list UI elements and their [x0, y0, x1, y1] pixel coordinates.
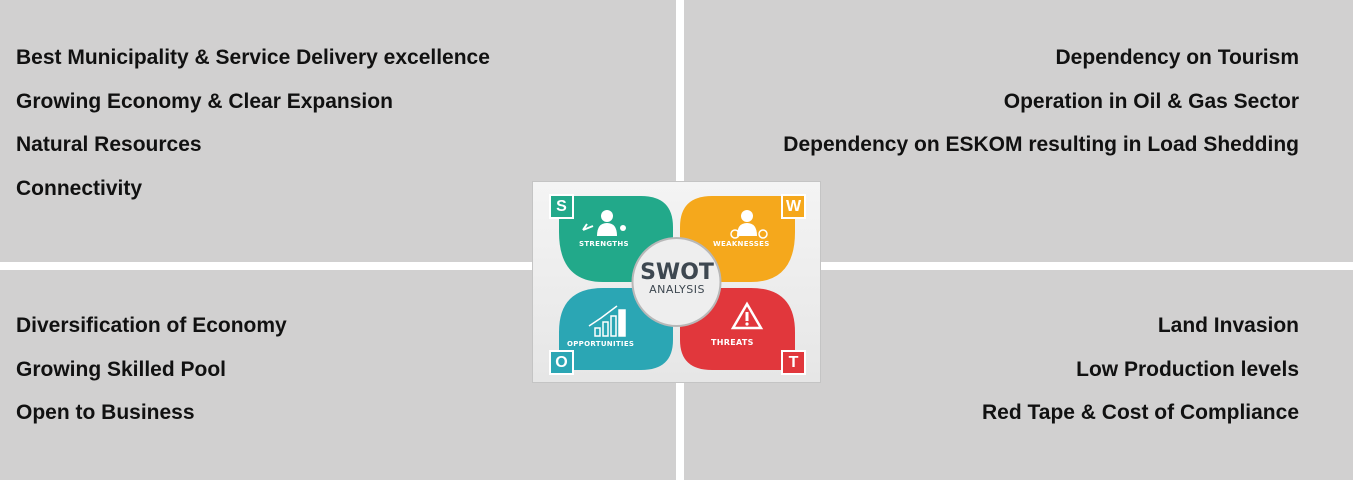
weaknesses-label: WEAKNESSES	[713, 240, 770, 248]
t-badge: T	[781, 350, 806, 375]
weakness-item: Operation in Oil & Gas Sector	[1003, 90, 1299, 113]
threat-item: Low Production levels	[1076, 358, 1299, 381]
swot-title-main: SWOT	[640, 260, 714, 285]
person-weakness-icon	[730, 210, 768, 239]
growth-chart-icon	[588, 305, 626, 337]
swot-title: SWOT ANALYSIS	[627, 262, 727, 296]
center-circle	[631, 237, 722, 327]
opportunity-item: Diversification of Economy	[16, 314, 287, 337]
threat-item: Land Invasion	[1157, 314, 1299, 337]
strengths-panel: Best Municipality & Service Delivery exc…	[0, 0, 676, 262]
weakness-item: Dependency on ESKOM resulting in Load Sh…	[783, 133, 1299, 156]
strengths-label: STRENGTHS	[579, 240, 629, 248]
opportunity-item: Growing Skilled Pool	[16, 358, 227, 381]
opportunities-label: OPPORTUNITIES	[567, 340, 635, 348]
threats-label: THREATS	[711, 338, 754, 347]
swot-petals	[559, 196, 795, 370]
warning-icon	[730, 301, 764, 330]
weaknesses-panel: Dependency on Tourism Operation in Oil &…	[684, 0, 1353, 262]
swot-analysis-graphic: S W O T STRENGTHS WEAKNESSES OPPORTUNITI…	[532, 181, 821, 383]
o-badge: O	[549, 350, 574, 375]
weakness-item: Dependency on Tourism	[1055, 46, 1299, 69]
swot-title-sub: ANALYSIS	[649, 283, 705, 296]
threat-item: Red Tape & Cost of Compliance	[982, 401, 1299, 424]
person-strength-icon	[582, 210, 626, 236]
strength-item: Connectivity	[16, 177, 143, 200]
opportunity-item: Open to Business	[16, 401, 195, 424]
s-badge: S	[549, 194, 574, 219]
strength-item: Natural Resources	[16, 133, 202, 156]
w-badge: W	[781, 194, 806, 219]
strength-item: Growing Economy & Clear Expansion	[16, 90, 393, 113]
strength-item: Best Municipality & Service Delivery exc…	[16, 46, 490, 69]
